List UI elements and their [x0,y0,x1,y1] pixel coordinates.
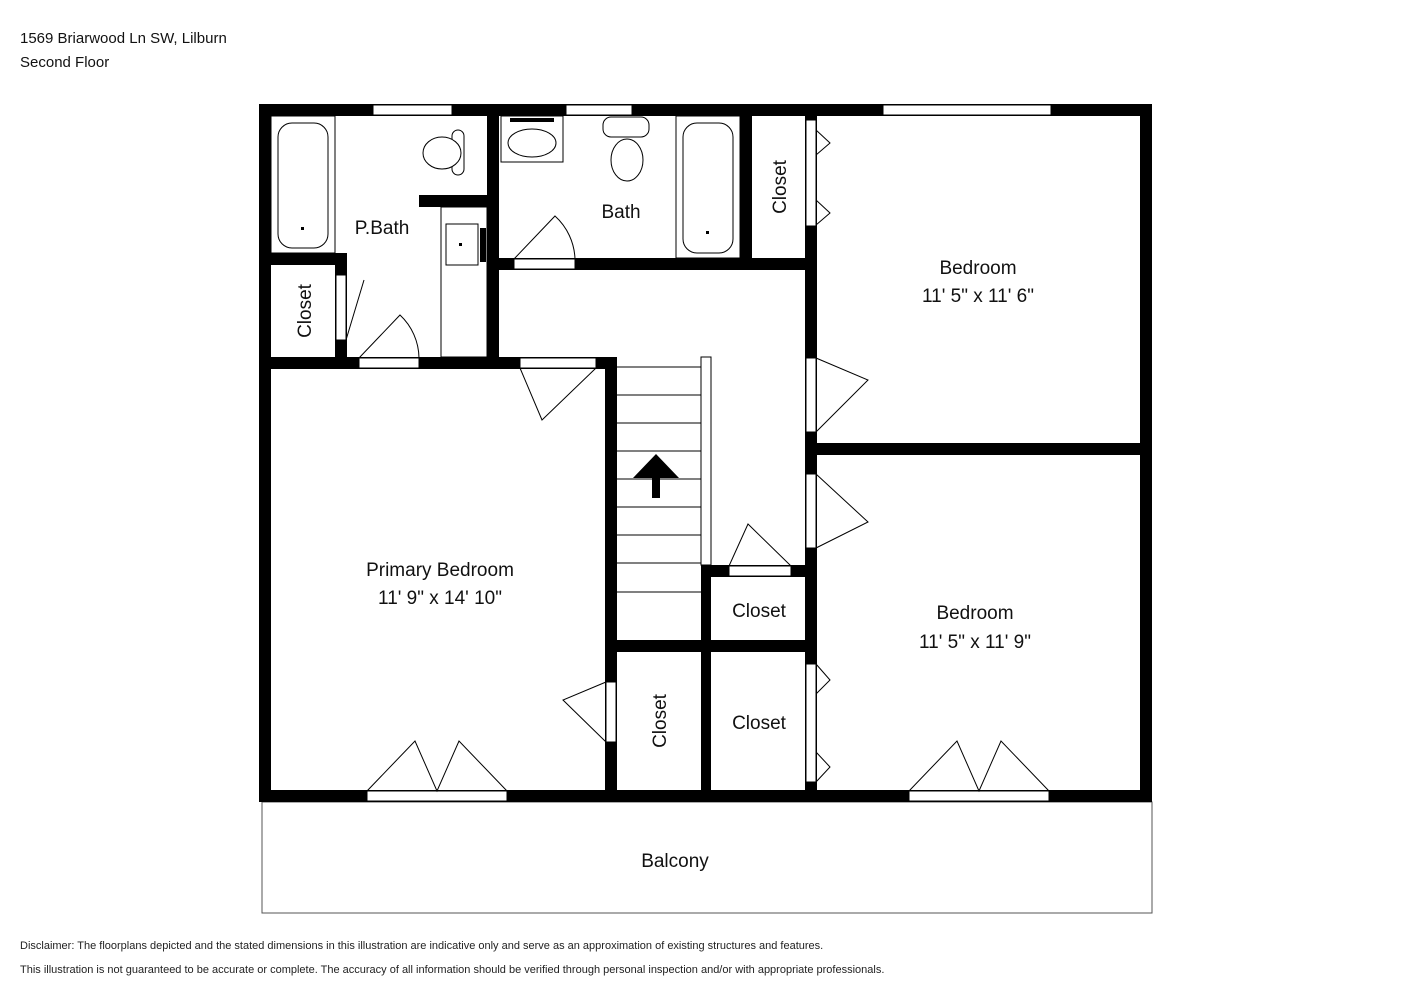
room-label-bedroom2: Bedroom [936,603,1013,624]
fixtures [270,115,741,358]
room-label-closet-stair: Closet [650,693,671,748]
toilet-icon [422,129,465,176]
room-label-closet-lower: Closet [732,713,787,734]
room-label-closet-pbath: Closet [295,283,316,338]
sink-icon [500,115,564,163]
room-dims-bedroom1: 11' 5" x 11' 6" [922,286,1034,307]
stair-up-arrow-icon [633,454,679,498]
room-dims-primary-bedroom: 11' 9" x 14' 10" [378,588,502,609]
room-label-balcony: Balcony [641,851,709,872]
room-label-closet-bath: Closet [770,159,791,214]
stairs [617,356,712,593]
windows [372,104,1052,116]
room-label-bath: Bath [601,202,640,223]
property-address: 1569 Briarwood Ln SW, Lilburn [20,30,227,47]
room-dims-bedroom2: 11' 5" x 11' 9" [919,632,1031,653]
sink-icon [445,223,486,266]
room-label-closet-mid: Closet [732,601,787,622]
toilet-icon [602,116,650,182]
room-label-pbath: P.Bath [355,218,410,239]
floor-label: Second Floor [20,54,110,71]
doors [335,119,1050,802]
balcony-outline [261,801,1153,914]
disclaimer-line-1: Disclaimer: The floorplans depicted and … [20,940,824,952]
room-label-primary-bedroom: Primary Bedroom [366,560,514,581]
disclaimer-line-2: This illustration is not guaranteed to b… [20,964,885,976]
room-label-bedroom1: Bedroom [939,258,1016,279]
